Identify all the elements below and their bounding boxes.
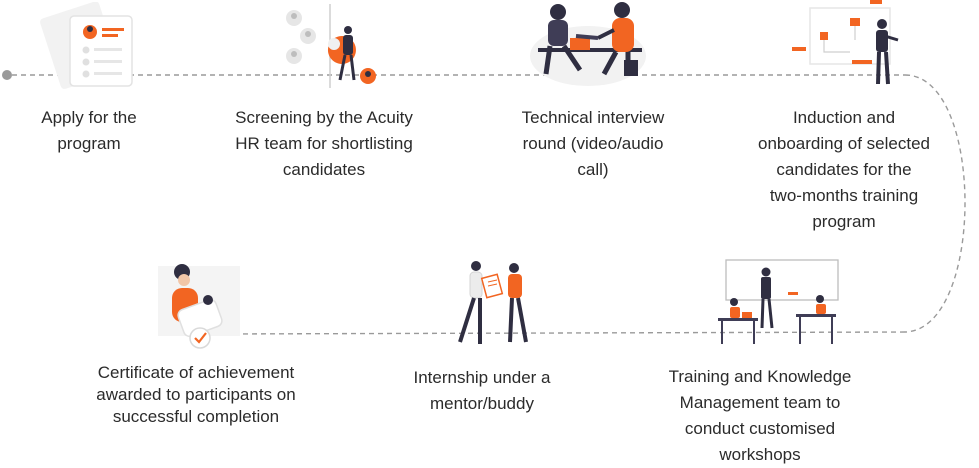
- certificate-award-icon: [158, 264, 240, 349]
- classroom-workshop-icon: [718, 259, 839, 344]
- timeline-start-dot: [2, 70, 12, 80]
- mentor-document-icon: [458, 261, 528, 344]
- step-workshops-label: Training and Knowledge Management team t…: [668, 367, 852, 464]
- step-internship-label: Internship under a mentor/buddy: [413, 368, 551, 413]
- curved-dashed-line: [904, 74, 966, 333]
- step-apply-label: Apply for the program: [41, 108, 137, 153]
- step-interview-label: Technical interview round (video/audio c…: [521, 108, 665, 179]
- candidate-screening-icon: [286, 4, 376, 88]
- handshake-interview-icon: [530, 2, 646, 86]
- step-screening-label: Screening by the Acuity HR team for shor…: [235, 108, 413, 179]
- step-induction-label: Induction and onboarding of selected can…: [757, 108, 931, 231]
- application-form-icon: [40, 2, 133, 89]
- step-certificate-label: Certificate of achievement awarded to pa…: [96, 363, 296, 426]
- onboarding-flowchart-icon: [792, 0, 899, 85]
- bottom-dashed-line: [214, 331, 906, 335]
